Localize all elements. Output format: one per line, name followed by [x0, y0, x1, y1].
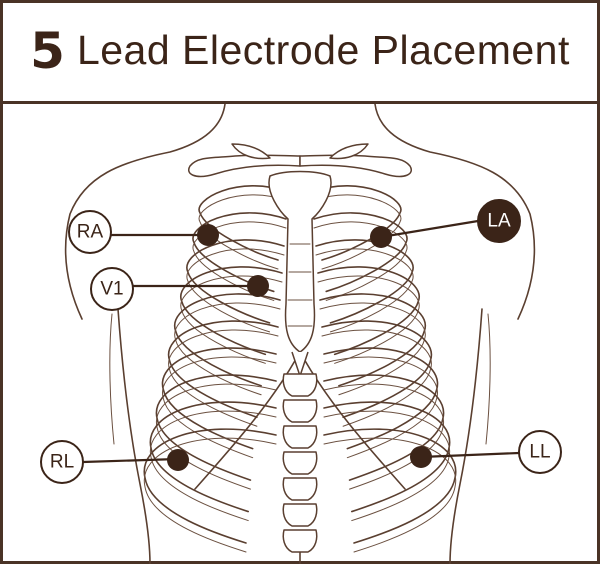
rib-right [313, 212, 408, 293]
rib-left [149, 410, 277, 522]
electrode-v1: V1 [90, 267, 269, 311]
rib-left [198, 194, 289, 270]
electrode-ra-label: RA [77, 222, 104, 243]
rib-left [180, 275, 283, 364]
vertebra [282, 425, 318, 449]
title-bar: 5 Lead Electrode Placement [0, 0, 600, 104]
rib-right [311, 185, 402, 261]
vertebra [282, 477, 318, 501]
electrode-ll-label: LL [529, 442, 550, 463]
rib-right [311, 194, 402, 270]
rib-right [323, 428, 457, 544]
rib-right [315, 239, 414, 324]
title-number: 5 [30, 21, 65, 80]
electrode-la-label: LA [487, 211, 511, 232]
rib-cage [143, 185, 457, 553]
rib-left [143, 437, 277, 553]
vertebra [282, 451, 318, 475]
rib-left [198, 185, 289, 261]
rib-left [186, 239, 285, 324]
rib-left [192, 221, 287, 301]
electrode-ll: LL [410, 430, 562, 474]
rib-left [162, 356, 277, 459]
costal-margin-right [303, 358, 406, 490]
electrode-ra-pad [197, 224, 219, 246]
vertebra [282, 373, 318, 397]
body-outline [64, 104, 536, 564]
rib-right [313, 221, 408, 301]
rib-right [317, 275, 420, 364]
vertebra [282, 503, 318, 527]
clavicles [188, 143, 412, 178]
electrode-la: LA [370, 199, 521, 248]
vertebra [282, 399, 318, 423]
torso-illustration: RA LA V1 RL [40, 104, 562, 564]
title-text: Lead Electrode Placement [76, 27, 570, 73]
rib-right [323, 347, 439, 450]
electrode-ra: RA [68, 210, 219, 254]
rib-left [149, 401, 277, 513]
electrode-ll-pad [410, 446, 432, 468]
electrode-v1-label: V1 [100, 279, 123, 300]
electrode-rl: RL [40, 440, 189, 484]
rib-right [323, 437, 457, 553]
electrode-leads: RA LA V1 RL [40, 199, 562, 484]
rib-left [192, 212, 287, 293]
spine [282, 373, 318, 553]
rib-left [155, 374, 277, 481]
rib-right [323, 383, 445, 490]
electrode-rl-label: RL [50, 452, 74, 473]
rib-left [143, 428, 277, 544]
costal-margin-left [194, 358, 297, 490]
rib-left [155, 383, 277, 490]
sternum [268, 170, 332, 377]
electrode-rl-pad [167, 449, 189, 471]
rib-right [323, 410, 451, 522]
rib-right [317, 266, 420, 356]
rib-left [161, 347, 277, 450]
rib-right [323, 374, 445, 481]
electrode-la-pad [370, 226, 392, 248]
electrode-v1-pad [247, 275, 269, 297]
rib-right [323, 401, 451, 513]
rib-right [323, 356, 438, 459]
vertebra [282, 529, 318, 553]
